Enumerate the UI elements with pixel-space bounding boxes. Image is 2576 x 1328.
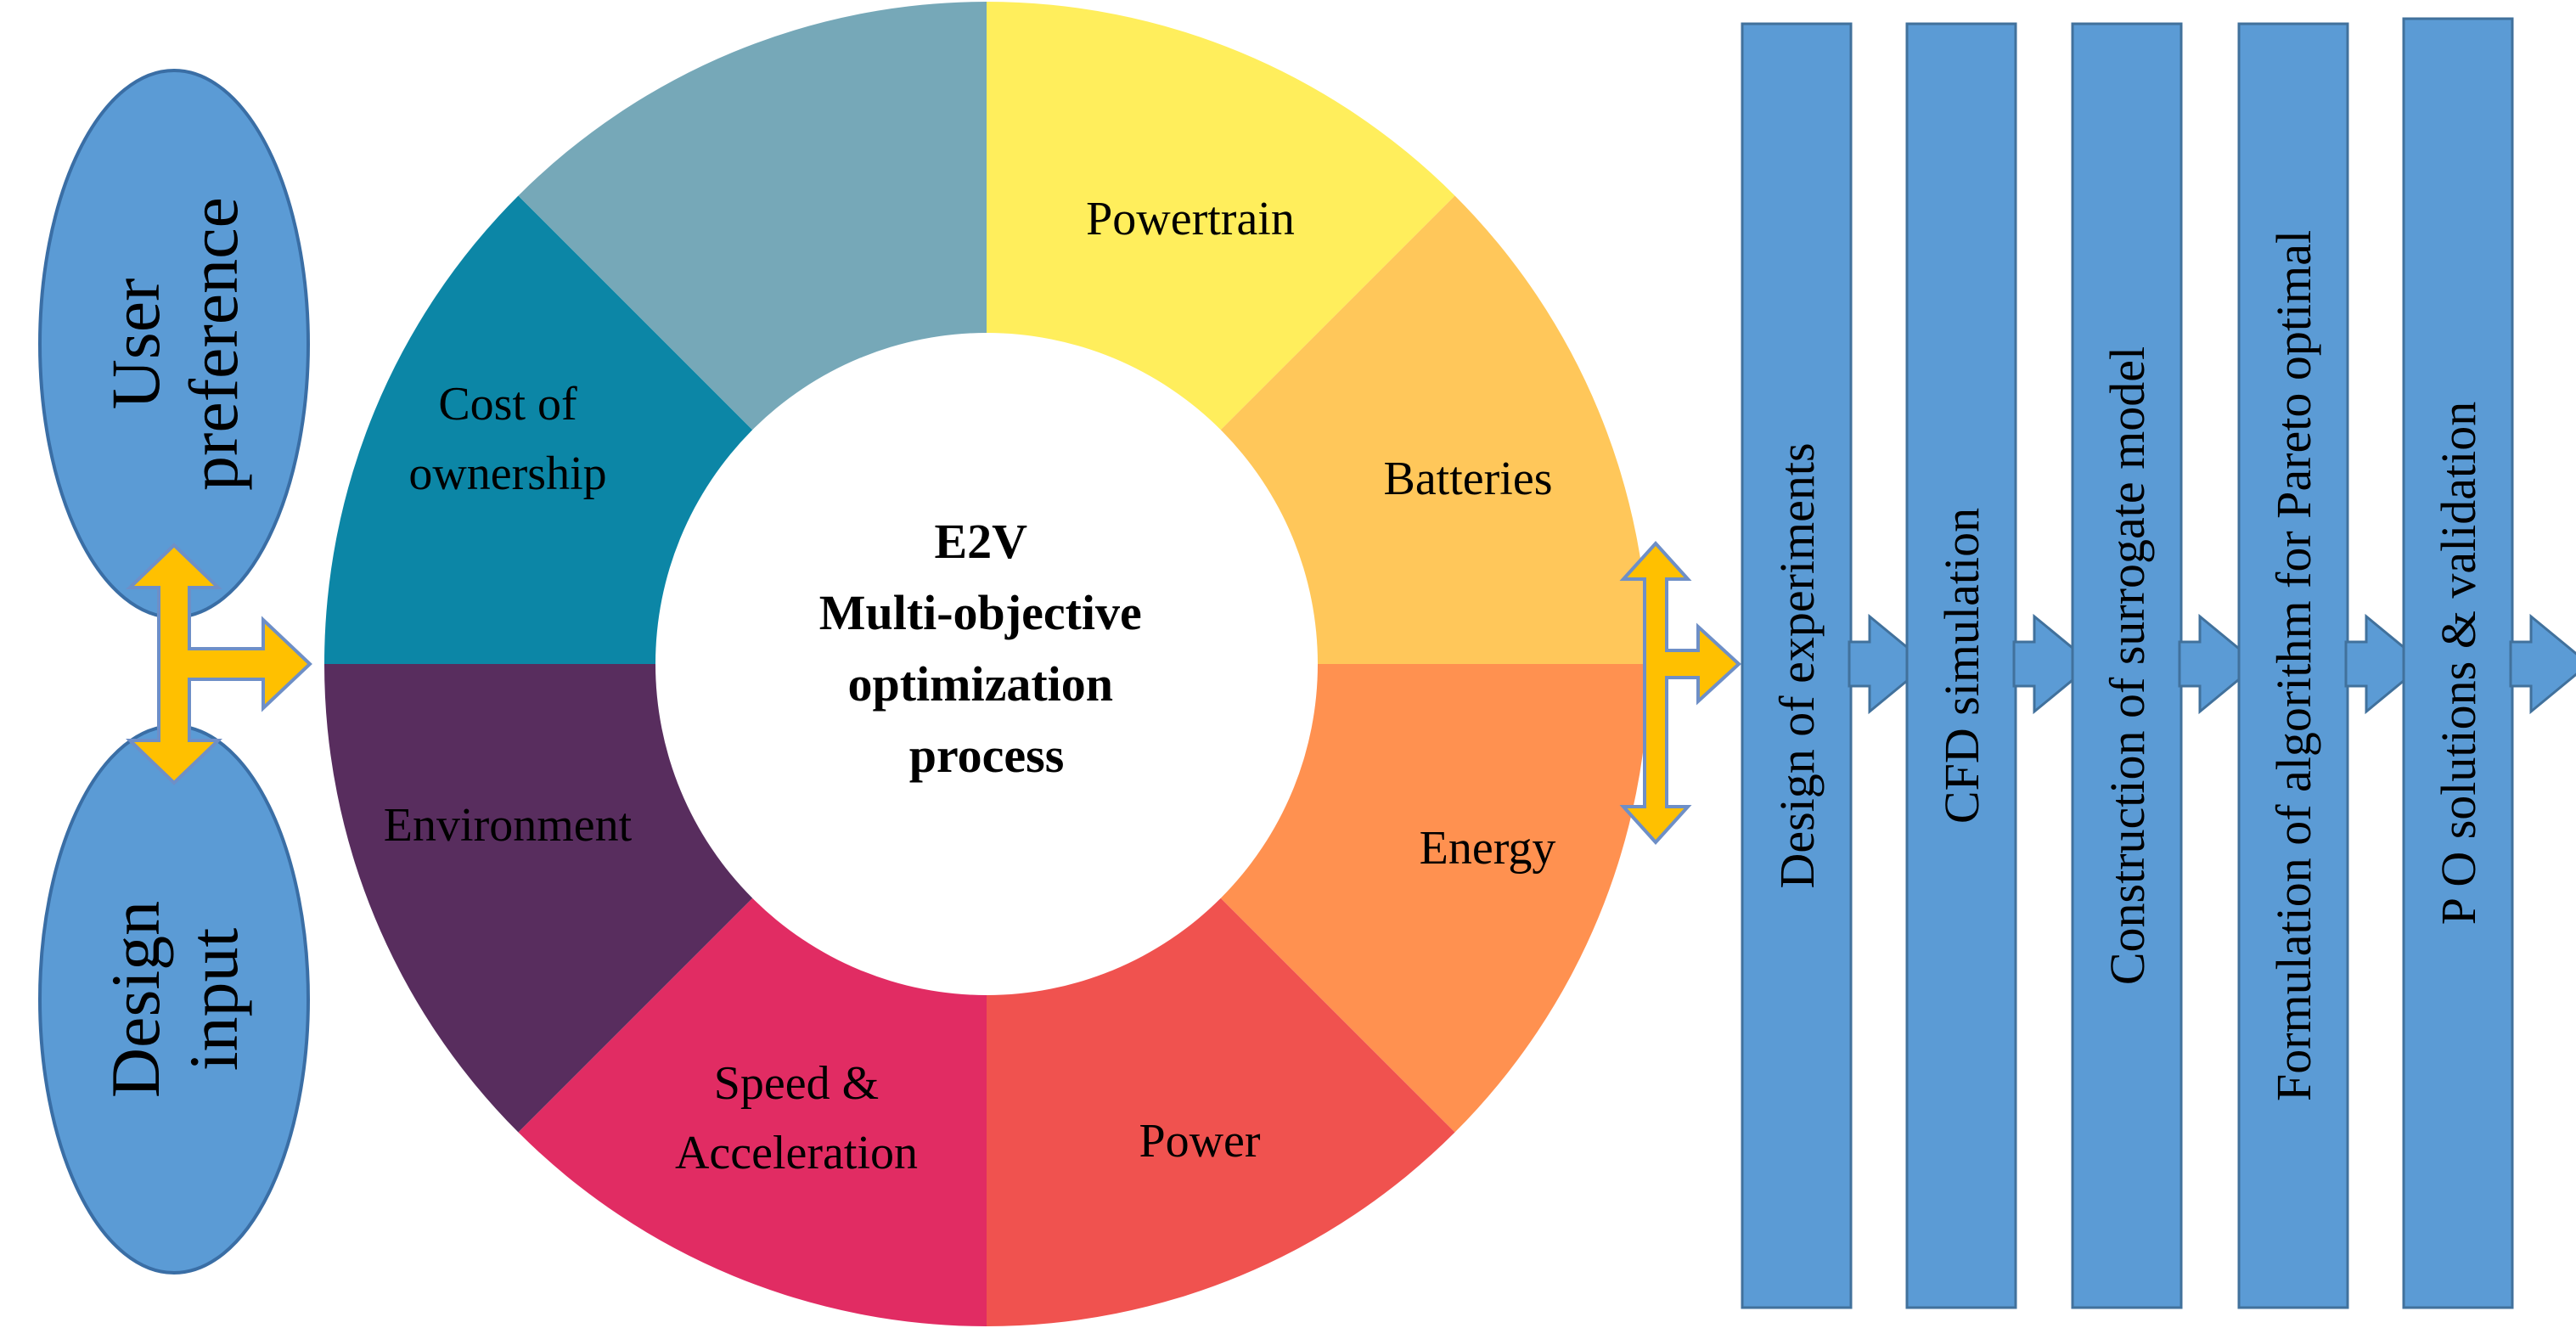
segment-label-line: ownership <box>408 447 606 500</box>
segment-power <box>518 895 987 1326</box>
oval-label-line: User <box>97 279 174 410</box>
step-pareto-algorithm <box>2237 22 2349 1309</box>
step-label-po-solutions: P O solutions & validation <box>2431 402 2486 926</box>
segment-powertrain <box>1218 195 1649 664</box>
step-arrow <box>2509 613 2576 715</box>
oval-label-user-preference: Userpreference <box>97 197 252 491</box>
step-label-surrogate-model: Construction of surrogate model <box>2100 346 2155 985</box>
segment-energy <box>987 895 1455 1326</box>
step-arrow <box>2178 613 2260 715</box>
segment-label-powertrain: Powertrain <box>1086 193 1295 245</box>
step-label-pareto-algorithm: Formulation of algorithm for Pareto opti… <box>2266 230 2321 1101</box>
oval-user-preference <box>38 69 310 619</box>
step-po-solutions <box>2402 17 2514 1309</box>
step-arrow <box>2344 613 2427 715</box>
segment-label-energy: Energy <box>1420 822 1556 875</box>
segment-label-batteries: Batteries <box>1383 453 1552 505</box>
step-arrow <box>2012 613 2095 715</box>
oval-label-line: preference <box>175 197 252 491</box>
center-line-4: process <box>909 728 1065 783</box>
step-cfd-simulation <box>1905 22 2017 1309</box>
segment-speed <box>324 664 756 1133</box>
segment-label-line: Cost of <box>438 378 577 430</box>
svg-text:E2V Multi-objective op: E2V Multi-objective optimization process <box>819 514 1155 783</box>
center-circle <box>655 333 1318 995</box>
center-title: E2V <box>934 514 1027 569</box>
input-merge-arrow <box>126 543 312 785</box>
segment-label-line: Batteries <box>1383 453 1552 505</box>
output-arrow <box>1619 541 1741 845</box>
segment-label-line: Acceleration <box>675 1127 918 1179</box>
connector-arrows <box>126 541 1741 845</box>
objective-wheel: AutonomyPowertrainBatteriesEnergyPowerSp… <box>324 2 1649 1326</box>
segment-label-speed: Speed & Acceleration <box>675 1057 918 1179</box>
oval-label-design-input: Designinput <box>97 901 252 1098</box>
step-arrow <box>1848 613 1930 715</box>
segment-batteries <box>1218 664 1649 1133</box>
segment-environment <box>324 195 756 664</box>
process-steps: Design of experiments CFD simulation Const… <box>1741 17 2576 1309</box>
oval-label-line: input <box>175 928 252 1072</box>
segment-label-power: Power <box>1139 1115 1260 1168</box>
segment-label-line: Energy <box>1420 822 1556 875</box>
segment-label-cost: Cost of ownership <box>408 378 606 500</box>
segment-label-line: Powertrain <box>1086 193 1295 245</box>
step-design-of-experiments <box>1741 22 1853 1309</box>
segment-label-line: Speed & <box>714 1057 879 1110</box>
oval-design-input <box>38 724 310 1275</box>
segment-label-environment: Environment <box>384 799 633 852</box>
oval-label-line: Design <box>97 901 174 1098</box>
segment-label-line: Power <box>1139 1115 1260 1168</box>
segment-cost <box>518 2 987 433</box>
step-label-design-of-experiments: Design of experiments <box>1769 442 1825 888</box>
step-surrogate-model <box>2071 22 2183 1309</box>
step-label-cfd-simulation: CFD simulation <box>1934 508 1989 824</box>
segment-label-line: Environment <box>384 799 633 852</box>
segment-autonomy <box>987 2 1455 433</box>
center-line-2: Multi-objective <box>819 585 1142 640</box>
center-line-3: optimization <box>847 656 1113 712</box>
